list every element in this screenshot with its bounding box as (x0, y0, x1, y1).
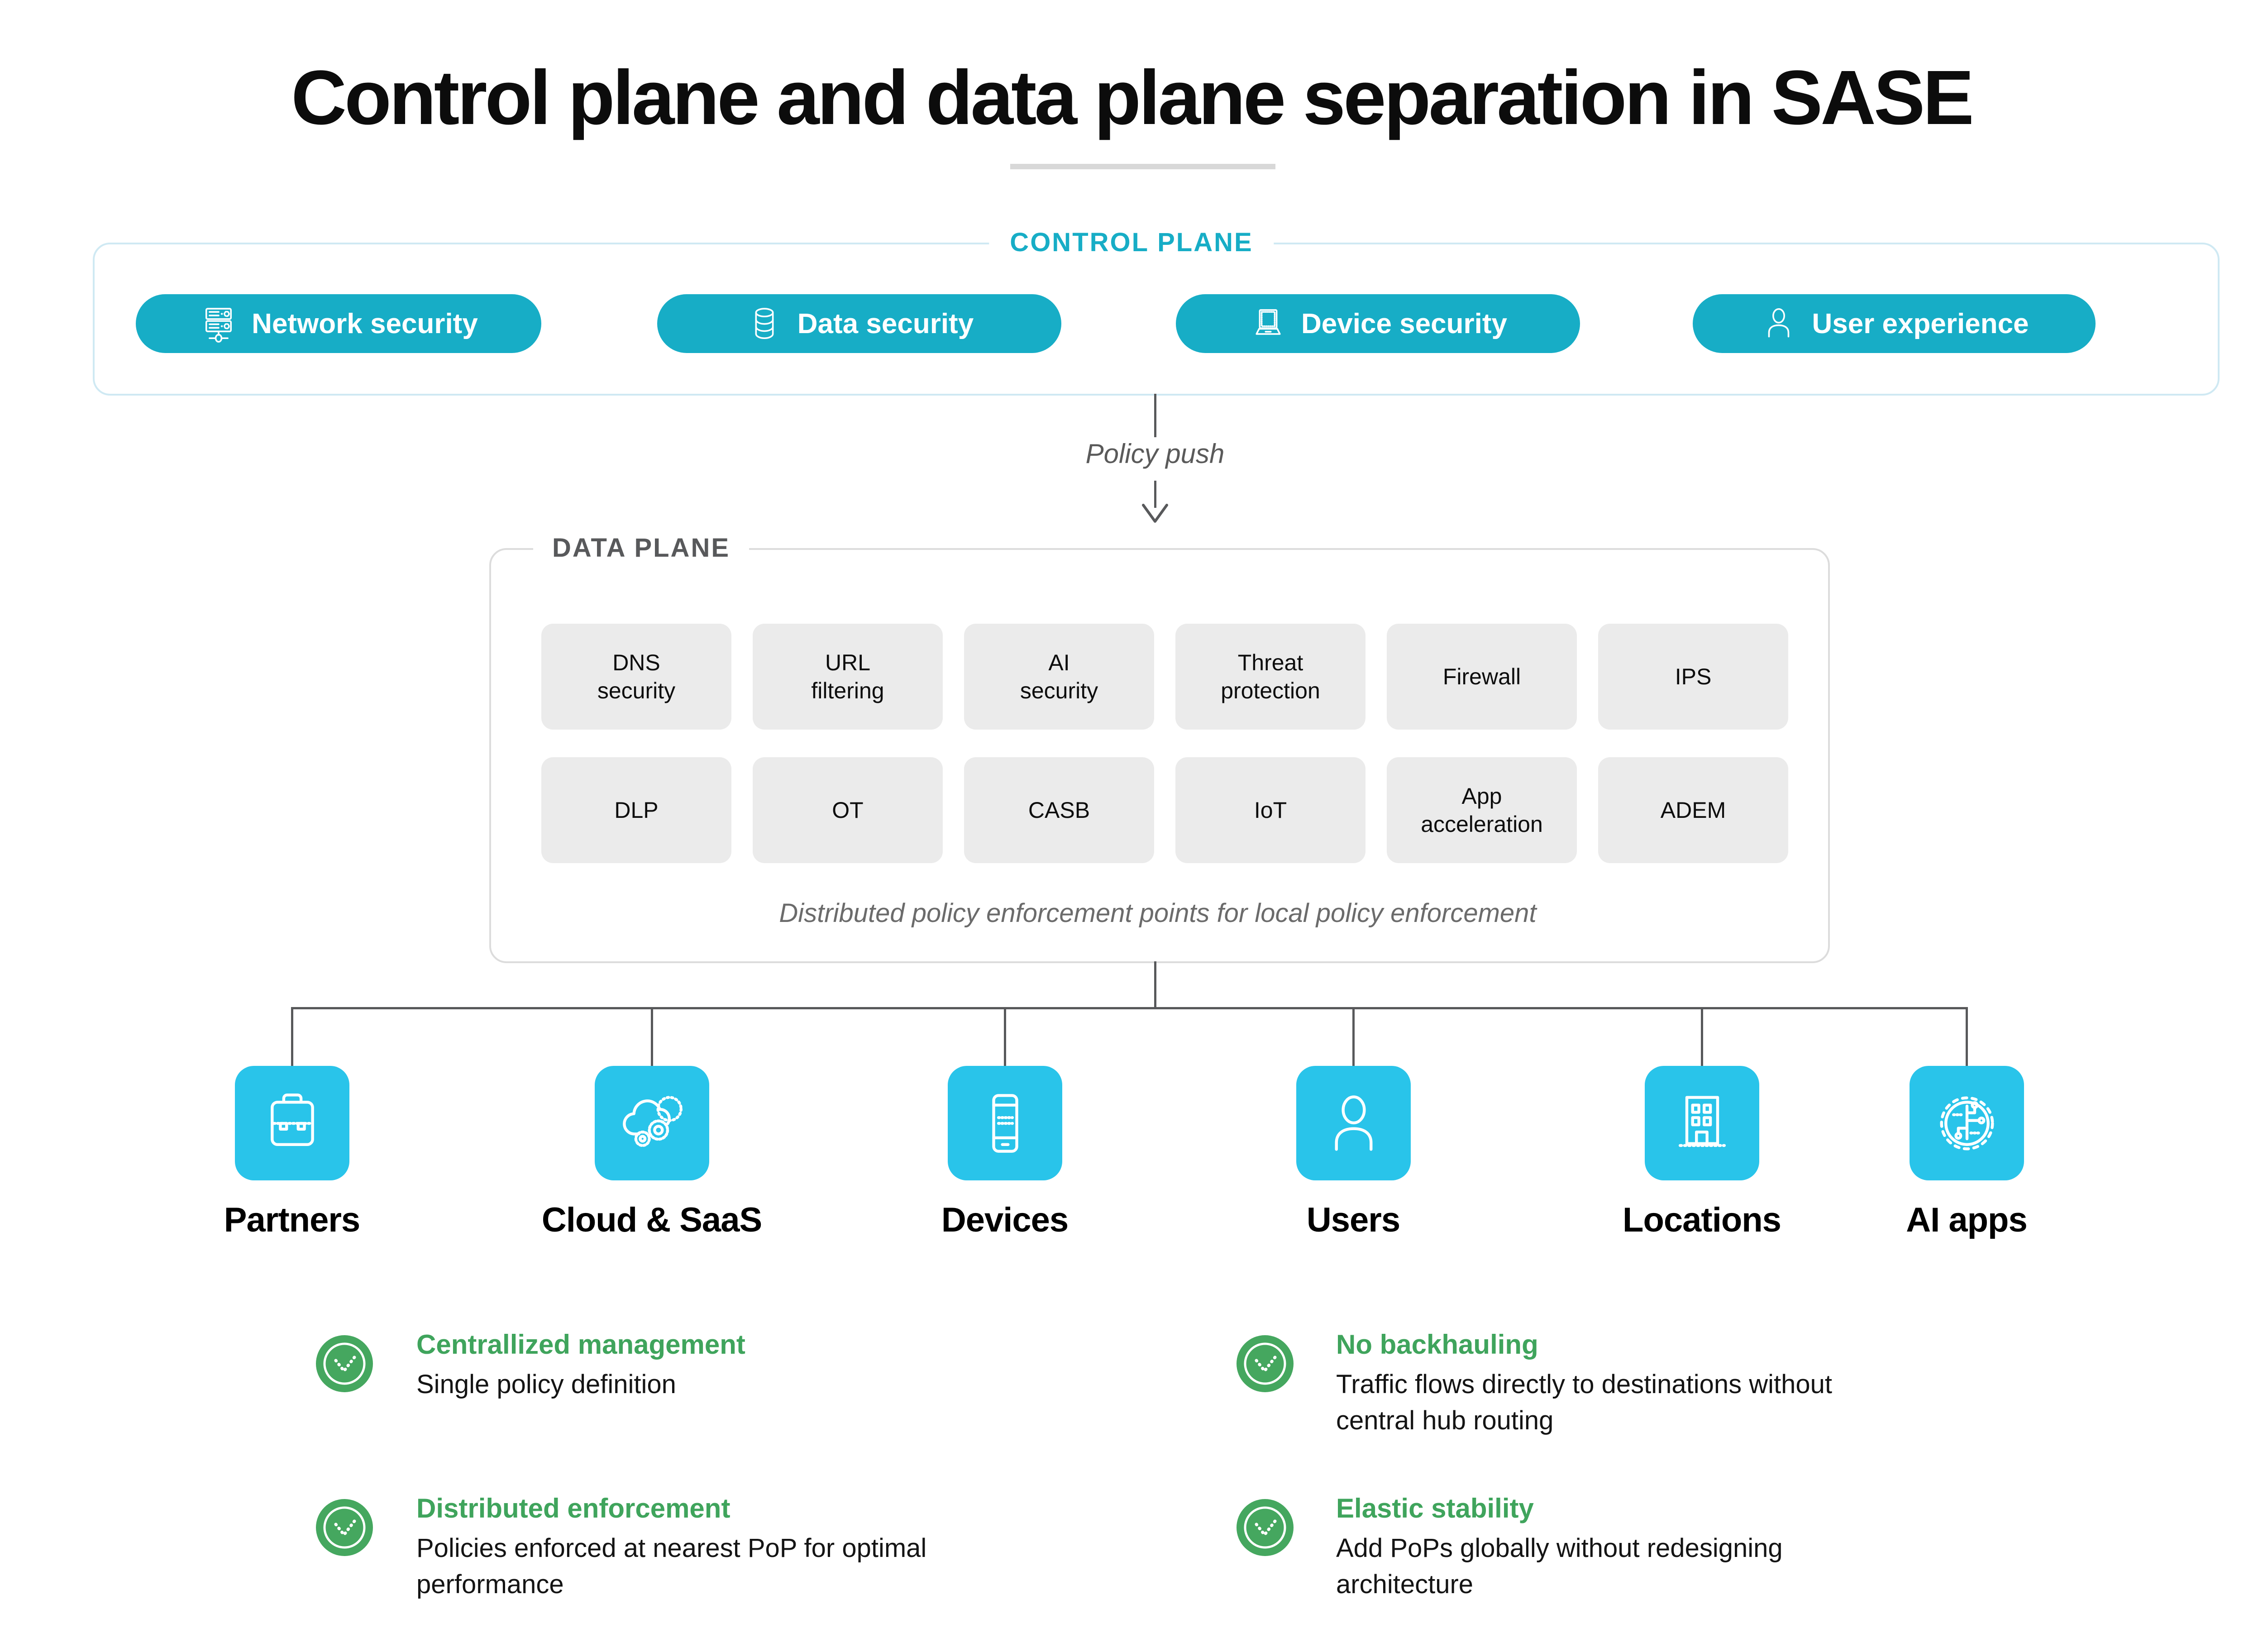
data-plane-box (489, 548, 1830, 963)
pill-label: Data security (797, 308, 974, 339)
page-title: Control plane and data plane separation … (291, 55, 1974, 141)
capability-iot: IoT (1175, 757, 1365, 863)
pill-label: User experience (1812, 308, 2029, 339)
pill-network-security: Network security (136, 294, 541, 353)
capability-casb: CASB (964, 757, 1154, 863)
connector-stub-devices (1004, 1007, 1006, 1066)
pill-device-security: Device security (1176, 294, 1580, 353)
ai-circuit-icon (1940, 1096, 1994, 1150)
smartphone-icon (992, 1093, 1018, 1153)
benefit-heading: Elastic stability (1336, 1493, 1534, 1523)
policy-push-line-top (1154, 394, 1156, 437)
endpoint-users (1296, 1066, 1411, 1180)
endpoint-locations (1645, 1066, 1759, 1180)
benefit-body: Add PoPs globally without redesigning ar… (1336, 1533, 1783, 1599)
endpoint-label-partners: Partners (224, 1201, 360, 1239)
endpoint-label-devices: Devices (941, 1201, 1069, 1239)
pill-data-security: Data security (657, 294, 1061, 353)
check-circle-icon (1237, 1335, 1294, 1392)
connector-stub-partners (291, 1007, 293, 1066)
database-icon (755, 308, 774, 339)
arrow-down-icon (1142, 504, 1168, 523)
data-plane-caption: Distributed policy enforcement points fo… (779, 898, 1537, 928)
user-icon (1335, 1095, 1372, 1151)
benefit-heading: Distributed enforcement (416, 1493, 730, 1523)
endpoint-label-ai-apps: AI apps (1906, 1201, 2028, 1239)
capability-threat-protection: Threat protection (1175, 624, 1365, 730)
connector-horizontal (292, 1007, 1967, 1009)
pill-label: Network security (252, 308, 478, 339)
laptop-icon (1256, 309, 1281, 335)
endpoint-partners (235, 1066, 349, 1180)
cloud-gears-icon (622, 1095, 683, 1147)
building-icon (1678, 1095, 1726, 1147)
briefcase-icon (270, 1093, 314, 1146)
capability-app-acceleration: App acceleration (1387, 757, 1577, 863)
capability-ai-security: AI security (964, 624, 1154, 730)
benefit-body: Traffic flows directly to destinations w… (1336, 1370, 1833, 1435)
endpoint-ai-apps (1910, 1066, 2024, 1180)
connector-stub-ai-apps (1966, 1007, 1968, 1066)
title-divider (1010, 164, 1275, 169)
capability-ips: IPS (1598, 624, 1788, 730)
connector-stub-locations (1701, 1007, 1703, 1066)
benefit-centralized-management: Centrallized management Single policy de… (416, 1329, 1208, 1403)
endpoint-label-users: Users (1306, 1201, 1400, 1239)
connector-stub-cloud (651, 1007, 653, 1066)
endpoint-devices (948, 1066, 1062, 1180)
pill-user-experience: User experience (1693, 294, 2096, 353)
benefit-heading: Centrallized management (416, 1329, 745, 1360)
policy-push-label: Policy push (1085, 439, 1225, 469)
capability-ot: OT (753, 757, 943, 863)
person-icon (1768, 308, 1790, 338)
capability-dns-security: DNS security (541, 624, 731, 730)
benefit-heading: No backhauling (1336, 1329, 1538, 1360)
network-servers-icon (205, 308, 232, 343)
control-plane-label: CONTROL PLANE (989, 224, 1274, 261)
check-circle-icon (316, 1499, 373, 1556)
pill-label: Device security (1301, 308, 1507, 339)
check-circle-icon (316, 1335, 373, 1392)
connector-stub-users (1352, 1007, 1355, 1066)
endpoint-label-cloud: Cloud & SaaS (541, 1201, 762, 1239)
benefit-distributed-enforcement: Distributed enforcement Policies enforce… (416, 1493, 1208, 1603)
policy-push-line-bottom (1154, 481, 1156, 508)
connector-stub-center (1154, 961, 1156, 1007)
endpoint-label-locations: Locations (1623, 1201, 1781, 1239)
data-plane-label: DATA PLANE (533, 530, 750, 566)
endpoint-cloud-saas (595, 1066, 709, 1180)
check-circle-icon (1237, 1499, 1294, 1556)
benefit-body: Single policy definition (416, 1370, 676, 1399)
benefit-no-backhauling: No backhauling Traffic flows directly to… (1336, 1329, 2128, 1439)
capability-firewall: Firewall (1387, 624, 1577, 730)
capability-url-filtering: URL filtering (753, 624, 943, 730)
capability-adem: ADEM (1598, 757, 1788, 863)
capability-dlp: DLP (541, 757, 731, 863)
benefit-body: Policies enforced at nearest PoP for opt… (416, 1533, 927, 1599)
benefit-elastic-stability: Elastic stability Add PoPs globally with… (1336, 1493, 2128, 1603)
